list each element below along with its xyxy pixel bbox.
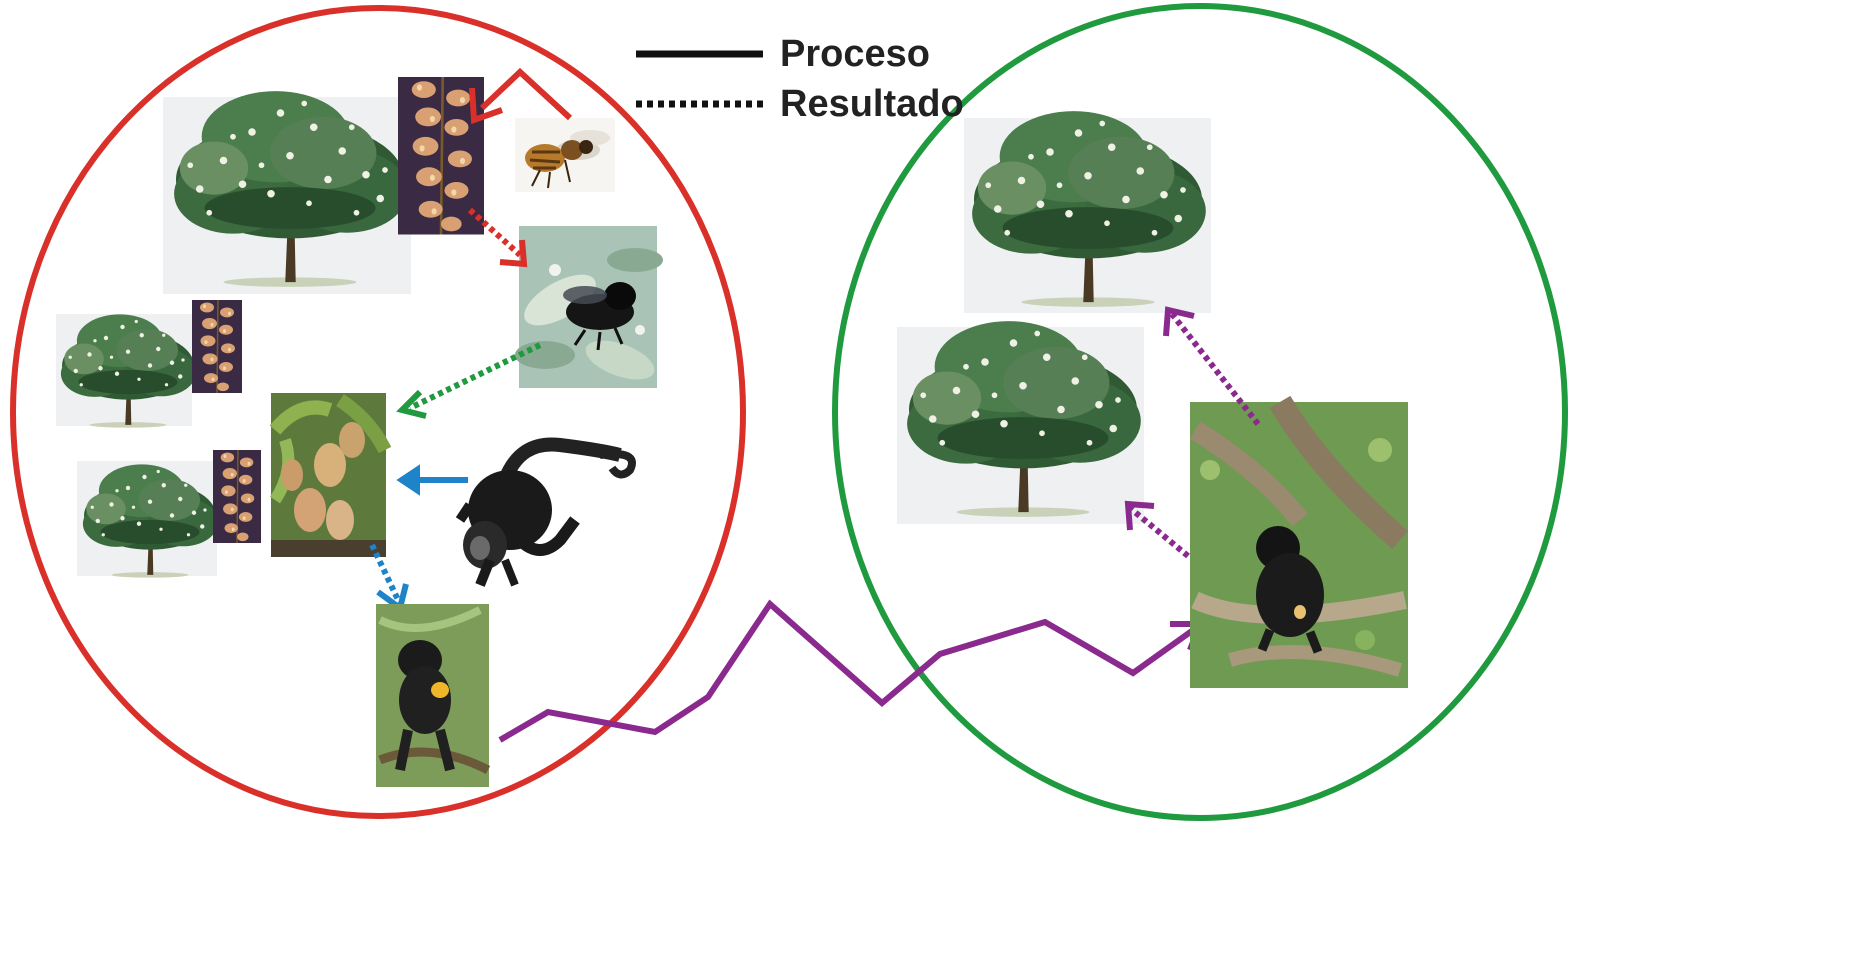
legend-result-label: Resultado <box>780 83 964 125</box>
mango-tree-image-right-bottom <box>897 321 1144 524</box>
fruit-set-arrowhead <box>396 389 427 419</box>
mango-tree-image <box>163 91 411 294</box>
fruit-set-result-arrow <box>408 342 542 411</box>
right-area-circle <box>832 3 1568 821</box>
mango-tree-image-right-top <box>964 111 1211 313</box>
pollination-result-arrow <box>467 207 523 258</box>
germination-arrowhead-bottom <box>1124 500 1155 531</box>
pollination-process-arrow <box>479 67 573 121</box>
pollination-arrowhead <box>469 87 504 125</box>
legend-process-label: Proceso <box>780 33 930 75</box>
small-mango-tree-image-2 <box>77 461 219 578</box>
small-flower-panicle-image <box>191 299 243 394</box>
howler-monkey-illustration <box>455 437 636 587</box>
small-flower-panicle-image-2 <box>212 449 262 544</box>
pollination-result-arrowhead <box>499 239 528 268</box>
black-bee-on-flower-image <box>515 226 663 388</box>
dispersal-process-path <box>498 599 1198 743</box>
consumption-arrowhead <box>396 464 420 496</box>
germination-result-arrow-bottom <box>1128 505 1190 559</box>
germination-arrowhead-top <box>1163 306 1195 337</box>
left-area-circle <box>10 5 746 819</box>
howler-monkey-in-tree-photo <box>1189 395 1408 688</box>
honey-bee-image <box>515 118 615 192</box>
monkey-eating-fruit-photo <box>376 604 491 787</box>
mango-fruits-image <box>269 393 392 557</box>
legend: Proceso Resultado <box>636 33 964 125</box>
small-mango-tree-image <box>56 314 197 428</box>
consumption-result-arrow <box>369 543 403 606</box>
